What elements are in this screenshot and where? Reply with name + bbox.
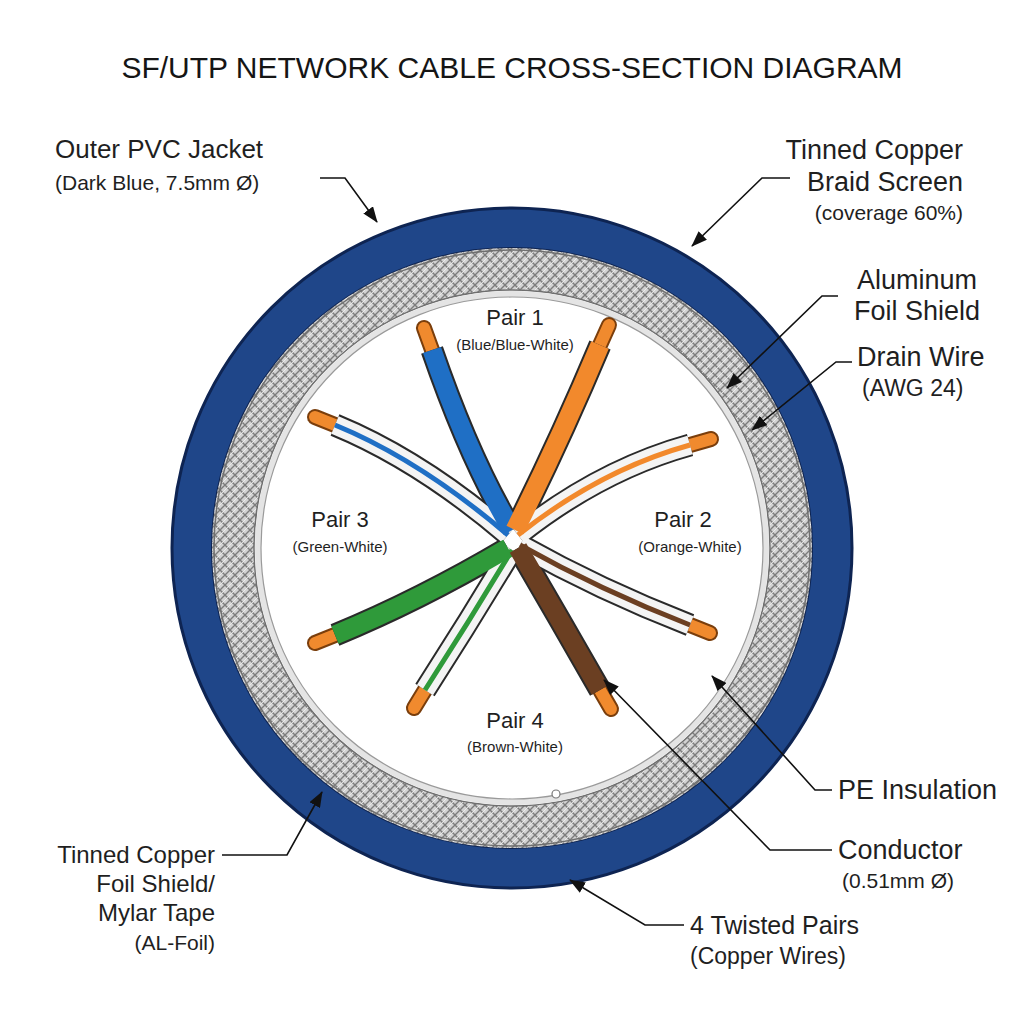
callout-note: (AWG 24)	[862, 375, 1012, 402]
tip	[690, 625, 710, 633]
tip	[600, 325, 609, 345]
jacket-ring	[192, 228, 832, 868]
tip	[424, 328, 432, 350]
tip	[315, 635, 335, 643]
pair-label: Pair 4	[415, 708, 615, 734]
leader-line	[320, 178, 377, 222]
pair-note: (Brown-White)	[415, 738, 615, 756]
tip	[315, 417, 335, 425]
tip	[315, 635, 335, 643]
diagram-title: SF/UTP NETWORK CABLE CROSS-SECTION DIAGR…	[0, 50, 1024, 86]
leader-line	[752, 362, 852, 430]
conductor-tips	[315, 325, 711, 709]
pair-note: (Orange-White)	[590, 538, 790, 556]
braid-ring	[233, 269, 791, 827]
tip	[690, 439, 711, 445]
pair-label: Pair 1	[415, 305, 615, 331]
leader-line	[692, 178, 790, 246]
tip	[315, 417, 335, 425]
wire	[518, 548, 600, 690]
wire-fills	[335, 345, 690, 690]
tip	[600, 325, 609, 345]
tip	[690, 625, 710, 633]
callout-note: (AL-Foil)	[45, 930, 215, 955]
leader-line	[712, 676, 832, 790]
wire-outlines	[335, 345, 690, 690]
jacket-inner-outline	[212, 248, 812, 848]
jacket-outline	[172, 208, 852, 888]
wire	[432, 350, 512, 530]
tip-outline	[315, 325, 711, 709]
braid-outline	[214, 250, 810, 846]
callout-label: Outer PVC Jacket	[55, 134, 355, 165]
leader-lines	[222, 178, 852, 925]
callout-label: Aluminum Foil Shield	[842, 265, 992, 327]
pair-label: Pair 3	[240, 507, 440, 533]
callout-label: Tinned Copper Braid Screen	[763, 134, 963, 198]
callout-label: PE Insulation	[838, 775, 1018, 806]
leader-line	[604, 680, 832, 850]
leader-line	[570, 880, 684, 925]
tip	[414, 690, 425, 708]
drain-wire	[552, 790, 560, 798]
leader-line	[222, 792, 322, 855]
callout-label: Drain Wire	[857, 342, 1017, 373]
callout-label: Tinned Copper Foil Shield/ Mylar Tape	[45, 840, 215, 927]
tip-fill	[315, 325, 711, 709]
callout-note: (0.51mm Ø)	[842, 868, 1022, 893]
tip	[600, 690, 611, 709]
outer-jacket	[172, 208, 852, 888]
wire	[335, 548, 508, 635]
tip	[414, 690, 425, 708]
tip	[424, 328, 432, 350]
tip	[600, 690, 611, 709]
callout-note: (Copper Wires)	[690, 943, 950, 970]
callout-note: (Dark Blue, 7.5mm Ø)	[55, 170, 355, 195]
callout-label: Conductor	[838, 835, 1018, 866]
callout-label: 4 Twisted Pairs	[690, 910, 950, 940]
pair-label: Pair 2	[583, 507, 783, 533]
wire	[515, 345, 600, 530]
tip	[690, 439, 711, 445]
pair-note: (Blue/Blue-White)	[415, 336, 615, 354]
pair-note: (Green-White)	[240, 538, 440, 556]
twisted-pairs	[335, 345, 690, 690]
callout-note: (coverage 60%)	[763, 200, 963, 225]
braid-screen	[214, 250, 810, 846]
